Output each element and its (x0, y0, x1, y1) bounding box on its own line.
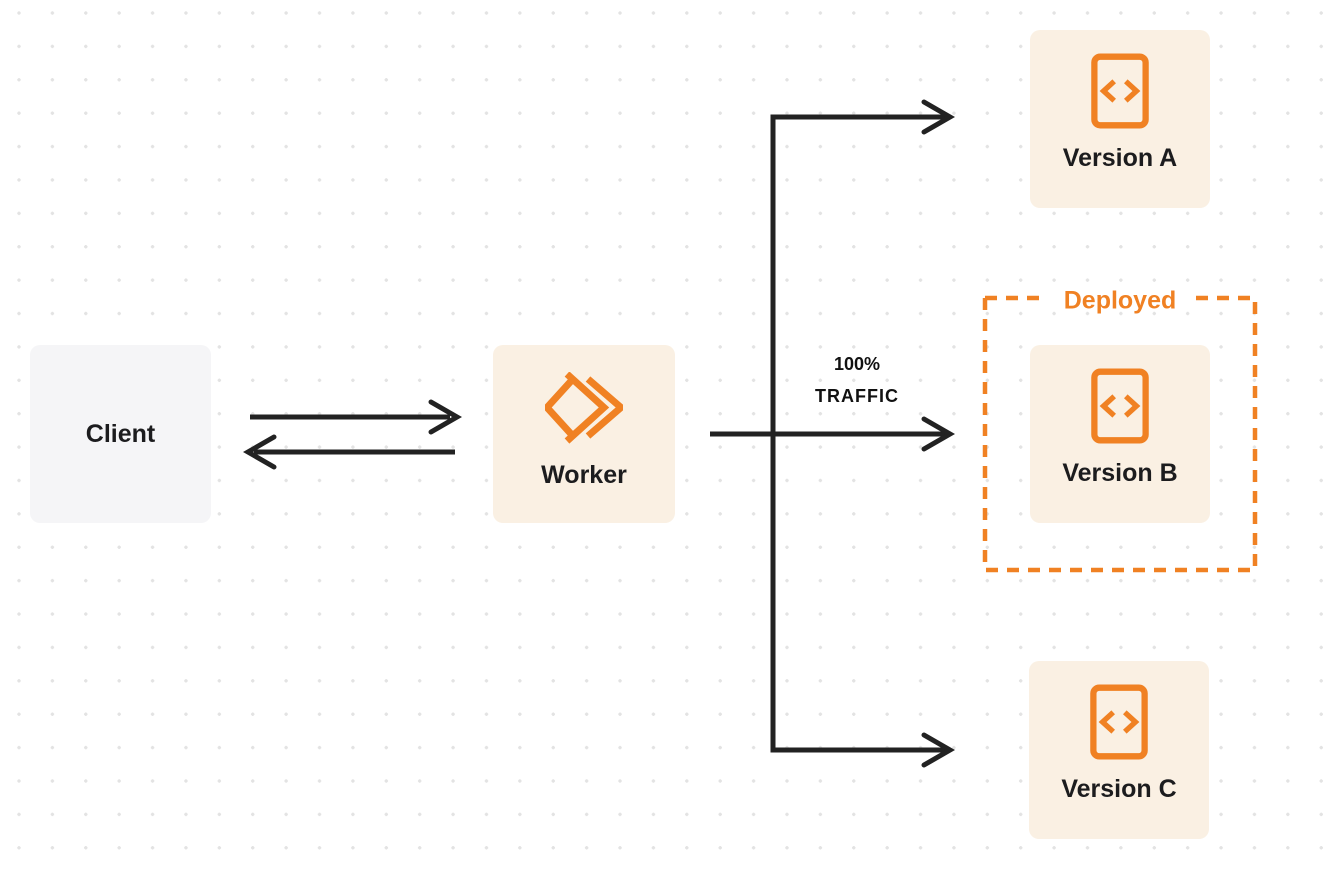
version-a-label: Version A (1062, 144, 1178, 172)
response-arrow (242, 434, 455, 470)
workers-double-chevron-icon (545, 372, 623, 444)
traffic-split-trunk (770, 114, 946, 753)
code-file-icon (1090, 684, 1148, 760)
traffic-word-text: TRAFFIC (815, 386, 899, 406)
traffic-percent-text: 100% (833, 354, 881, 374)
arrow-to-version-c (921, 732, 956, 768)
version-b-label: Version B (1062, 459, 1178, 487)
node-client: Client (30, 345, 211, 523)
node-version-c: Version C (1029, 661, 1209, 839)
node-worker: Worker (493, 345, 675, 523)
version-c-label: Version C (1061, 775, 1177, 803)
worker-label: Worker (541, 461, 627, 489)
traffic-annotation: 100% TRAFFIC (815, 348, 899, 412)
code-file-icon (1091, 368, 1149, 444)
node-version-a: Version A (1030, 30, 1210, 208)
client-label: Client (85, 419, 156, 448)
code-file-icon (1091, 53, 1149, 129)
node-version-b: Version B (1030, 345, 1210, 523)
arrow-to-version-a (921, 99, 956, 135)
arrow-to-version-b (710, 416, 956, 452)
request-arrow (250, 399, 463, 435)
deployed-label: Deployed (1063, 286, 1177, 315)
